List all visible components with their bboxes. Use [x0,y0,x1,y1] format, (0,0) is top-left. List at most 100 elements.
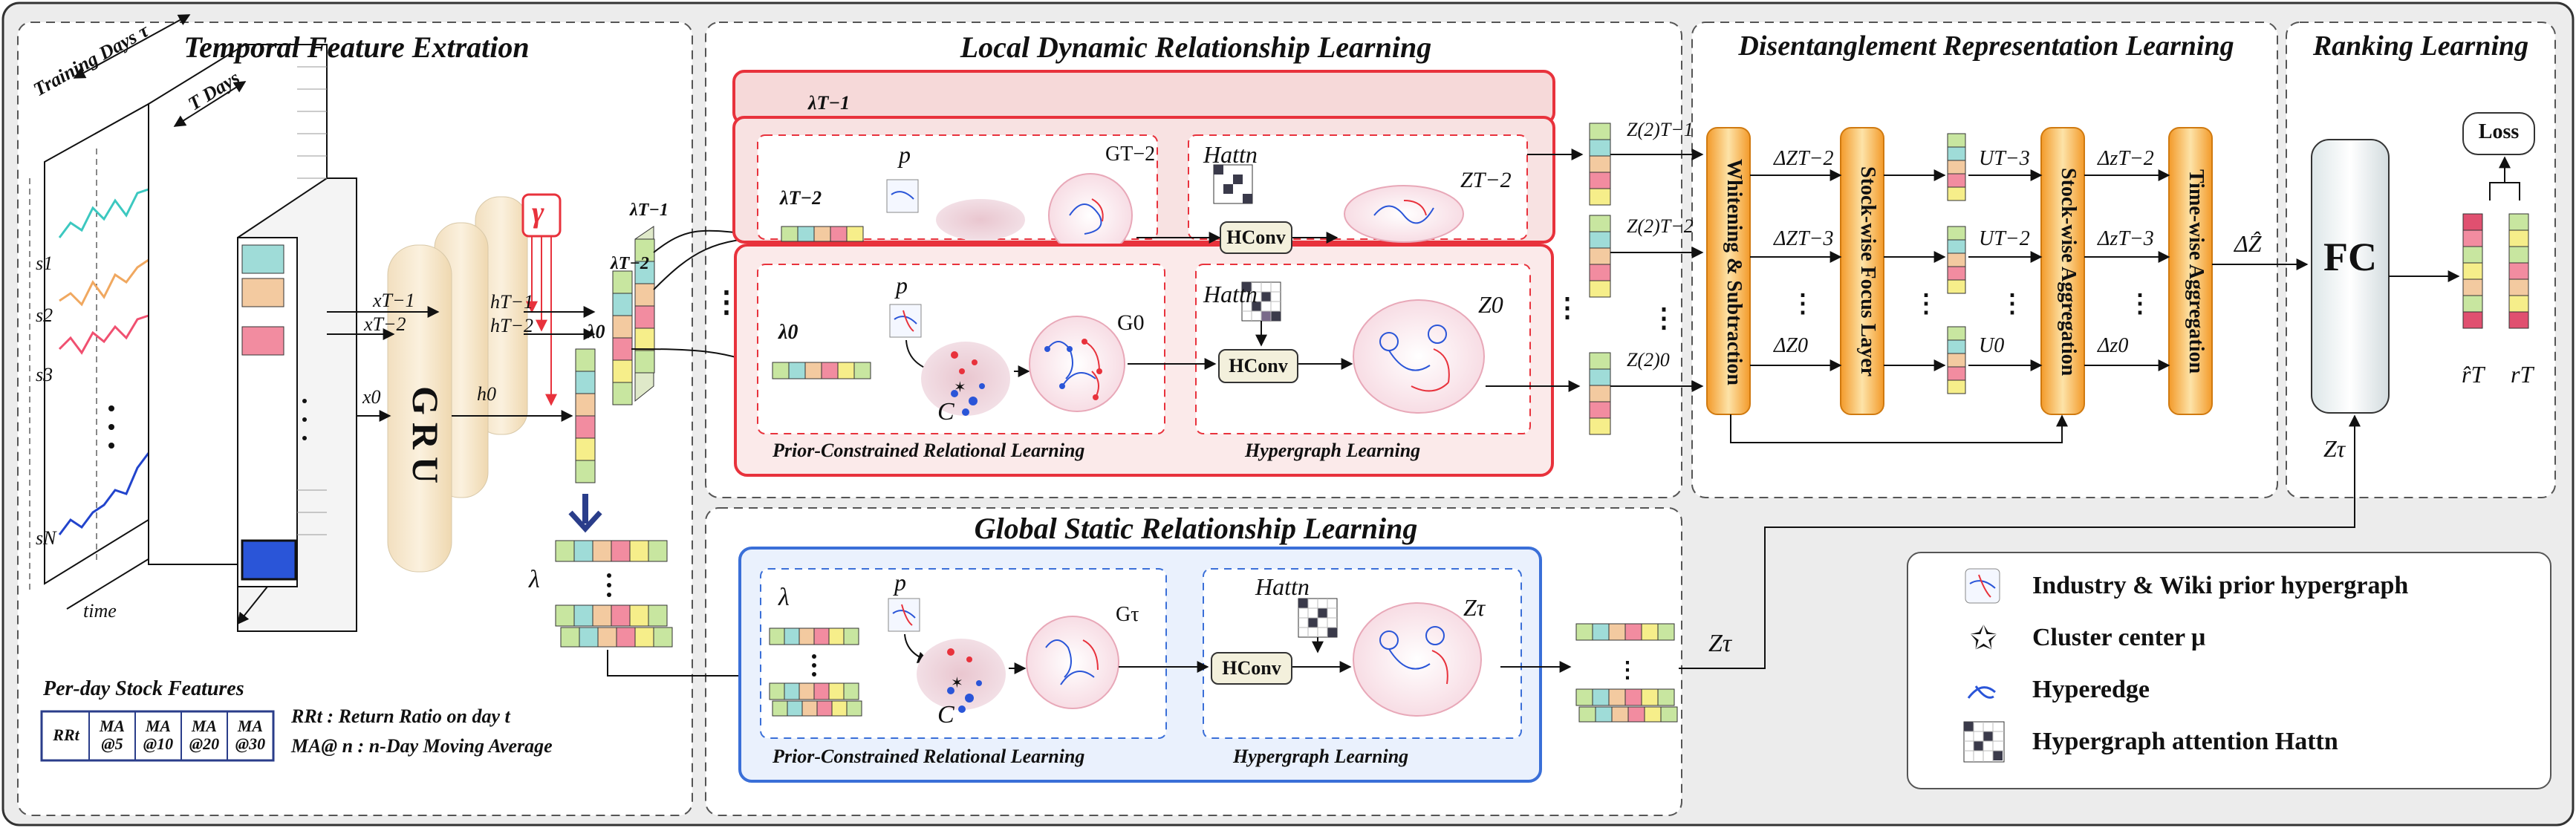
feature-cell-blue [241,539,297,581]
whitening-block [1706,127,1751,415]
r-label: rT [2511,361,2534,388]
local-z-front: Z0 [1478,291,1503,318]
hyperedge-icon [1967,685,1996,699]
delta-hat-label: ΔẐ [2234,230,2262,257]
gru-label: GRU [405,386,446,492]
svg-text:⋮: ⋮ [1554,293,1581,322]
legend-item-cluster: Cluster center μ [2032,624,2206,651]
local-z-mid: ZT−2 [1460,168,1512,192]
global-output-vectors [1575,623,1678,723]
local-lambda-front: λ0 [778,321,799,344]
local-out-1: Z(2)T−1 [1627,119,1694,140]
global-vectors [769,627,862,717]
u-vectors [1947,133,1966,394]
stock-label-1: s1 [36,252,53,274]
feature-cell-pink [241,326,284,356]
stock-label-3: s3 [36,364,53,385]
svg-text:⋮: ⋮ [2127,290,2153,318]
delta-Z-3: ΔZ0 [1774,334,1809,357]
local-output-vectors [1589,123,1611,435]
local-g-front: G0 [1117,310,1145,335]
lambda-label-2: λT−2 [611,254,649,273]
local-lambda-mid: λT−2 [780,187,822,209]
prior-hypergraph-icon-global [888,598,920,632]
u-label-3: U0 [1979,334,2005,357]
h-label-2: hT−2 [490,315,534,336]
legend-panel [1907,552,2551,789]
gamma-label: γ [532,195,544,229]
time-agg-block [2168,127,2213,415]
local-hattn-mid: Hattn [1203,141,1258,168]
global-lambda: λ [778,584,790,611]
cluster-center-icon: ✩ [1970,620,1997,656]
global-g: Gτ [1116,603,1139,626]
local-p-front: p [896,272,908,299]
local-out-3: Z(2)0 [1627,349,1670,371]
cluster-blob-global [917,639,1006,710]
global-c: C [937,701,954,728]
svg-text:✶: ✶ [954,379,966,396]
loss-box [2462,112,2535,155]
svg-text:⋮: ⋮ [2000,290,2025,318]
z-tau-ranking: Zτ [2323,435,2346,462]
lambda-global-stack [555,540,763,682]
global-z: Zτ [1463,594,1486,621]
fc-label: FC [2323,235,2377,279]
delta-z-2: ΔzT−3 [2098,227,2154,250]
stock-label-2: s2 [36,304,53,326]
hconv-front: HConv [1218,349,1298,383]
svg-text:⋮: ⋮ [1790,290,1815,318]
x-label-2: xT−2 [364,313,406,335]
ranking-title: Ranking Learning [2312,30,2529,62]
legend-item-prior: Industry & Wiki prior hypergraph [2032,572,2409,599]
rank-vectors [2462,213,2529,329]
rr-note: RRt : Return Ratio on day t [291,705,510,727]
local-front-vector [772,362,871,379]
local-c: C [937,398,954,426]
u-label-2: UT−2 [1979,227,2030,250]
ma-note: MA@ n : n-Day Moving Average [291,735,553,757]
graph-cell-global [1026,616,1119,709]
local-hyper-caption: Hypergraph Learning [1245,440,1421,461]
feature-ma30: MA @30 [235,717,266,753]
x-label-1: xT−1 [373,290,415,311]
time-agg-label: Time-wise Aggregation [2185,169,2208,374]
h-label-1: hT−1 [490,291,534,313]
global-out: Zτ [1708,630,1732,657]
hconv-global: HConv [1211,652,1292,685]
focus-block [1840,127,1884,415]
output-cell-local [1353,299,1485,414]
svg-text:✶: ✶ [951,675,963,691]
svg-text:⋮: ⋮ [1616,658,1639,682]
time-label: time [83,600,117,622]
x-label-3: x0 [362,386,381,408]
delta-Z-2: ΔZT−3 [1774,227,1834,250]
graph-cell-local [1029,316,1125,412]
local-mid-vector [781,226,864,242]
u-label-1: UT−3 [1979,147,2030,170]
disentangle-panel [1691,22,2278,498]
lambda-label-3: λ0 [587,321,605,342]
feature-ma5: MA @5 [99,717,126,753]
feature-rr: RRt [53,726,79,744]
local-title: Local Dynamic Relationship Learning [960,30,1432,64]
local-out-2: Z(2)T−2 [1627,215,1694,237]
feature-table [40,710,275,762]
local-prior-caption: Prior-Constrained Relational Learning [773,440,1085,461]
global-title: Global Static Relationship Learning [974,512,1418,545]
delta-z-1: ΔzT−2 [2098,147,2154,170]
global-hattn: Hattn [1255,573,1310,600]
disentangle-title: Disentanglement Representation Learning [1738,30,2234,62]
days-cube [73,14,357,632]
prior-hypergraph-icon [1965,568,2000,604]
loss-label: Loss [2478,120,2520,143]
temporal-title: Temporal Feature Extration [183,30,530,64]
stock-label-n: sN [36,527,56,549]
h-label-3: h0 [477,383,496,405]
delta-z-3: Δz0 [2098,334,2129,357]
gru-stack [387,196,528,573]
cluster-blob-local [921,342,1010,416]
whitening-label: Whitening & Subtraction [1723,158,1746,385]
feature-ma10: MA @10 [143,717,174,753]
